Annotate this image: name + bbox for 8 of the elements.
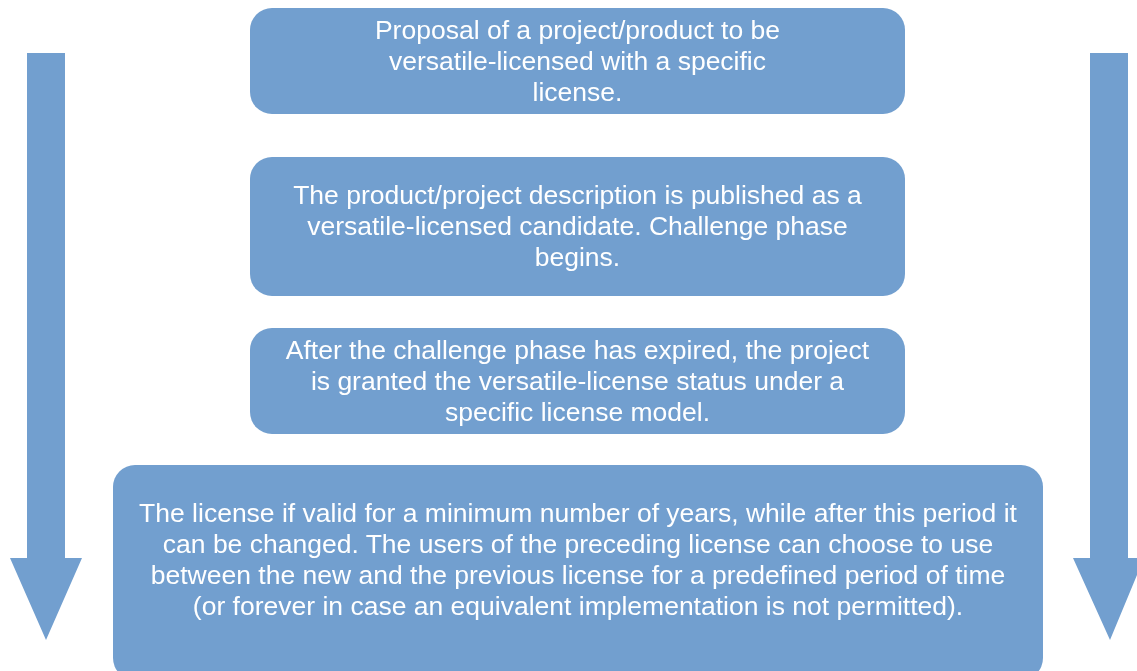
step-text: Proposal of a project/product to be versatile-licensed with a specific license. [373,14,782,108]
step-box [113,465,1043,671]
step-text: The license if valid for a minimum number of years, while after this period it can be changed. The users of the preceding license can choose to use between the new and the previous license for a predefined period of time (or forever in case an equivalent implementation is not permitted). [138,497,1018,622]
step-box [250,328,905,434]
step-text: The product/project description is published as a versatile-licensed candidate. Challenge phase begins. [292,180,863,273]
step-box [250,157,905,296]
step-text: After the challenge phase has expired, the project is granted the versatile-license status under a specific license model. [284,334,871,428]
step-box [250,8,905,114]
